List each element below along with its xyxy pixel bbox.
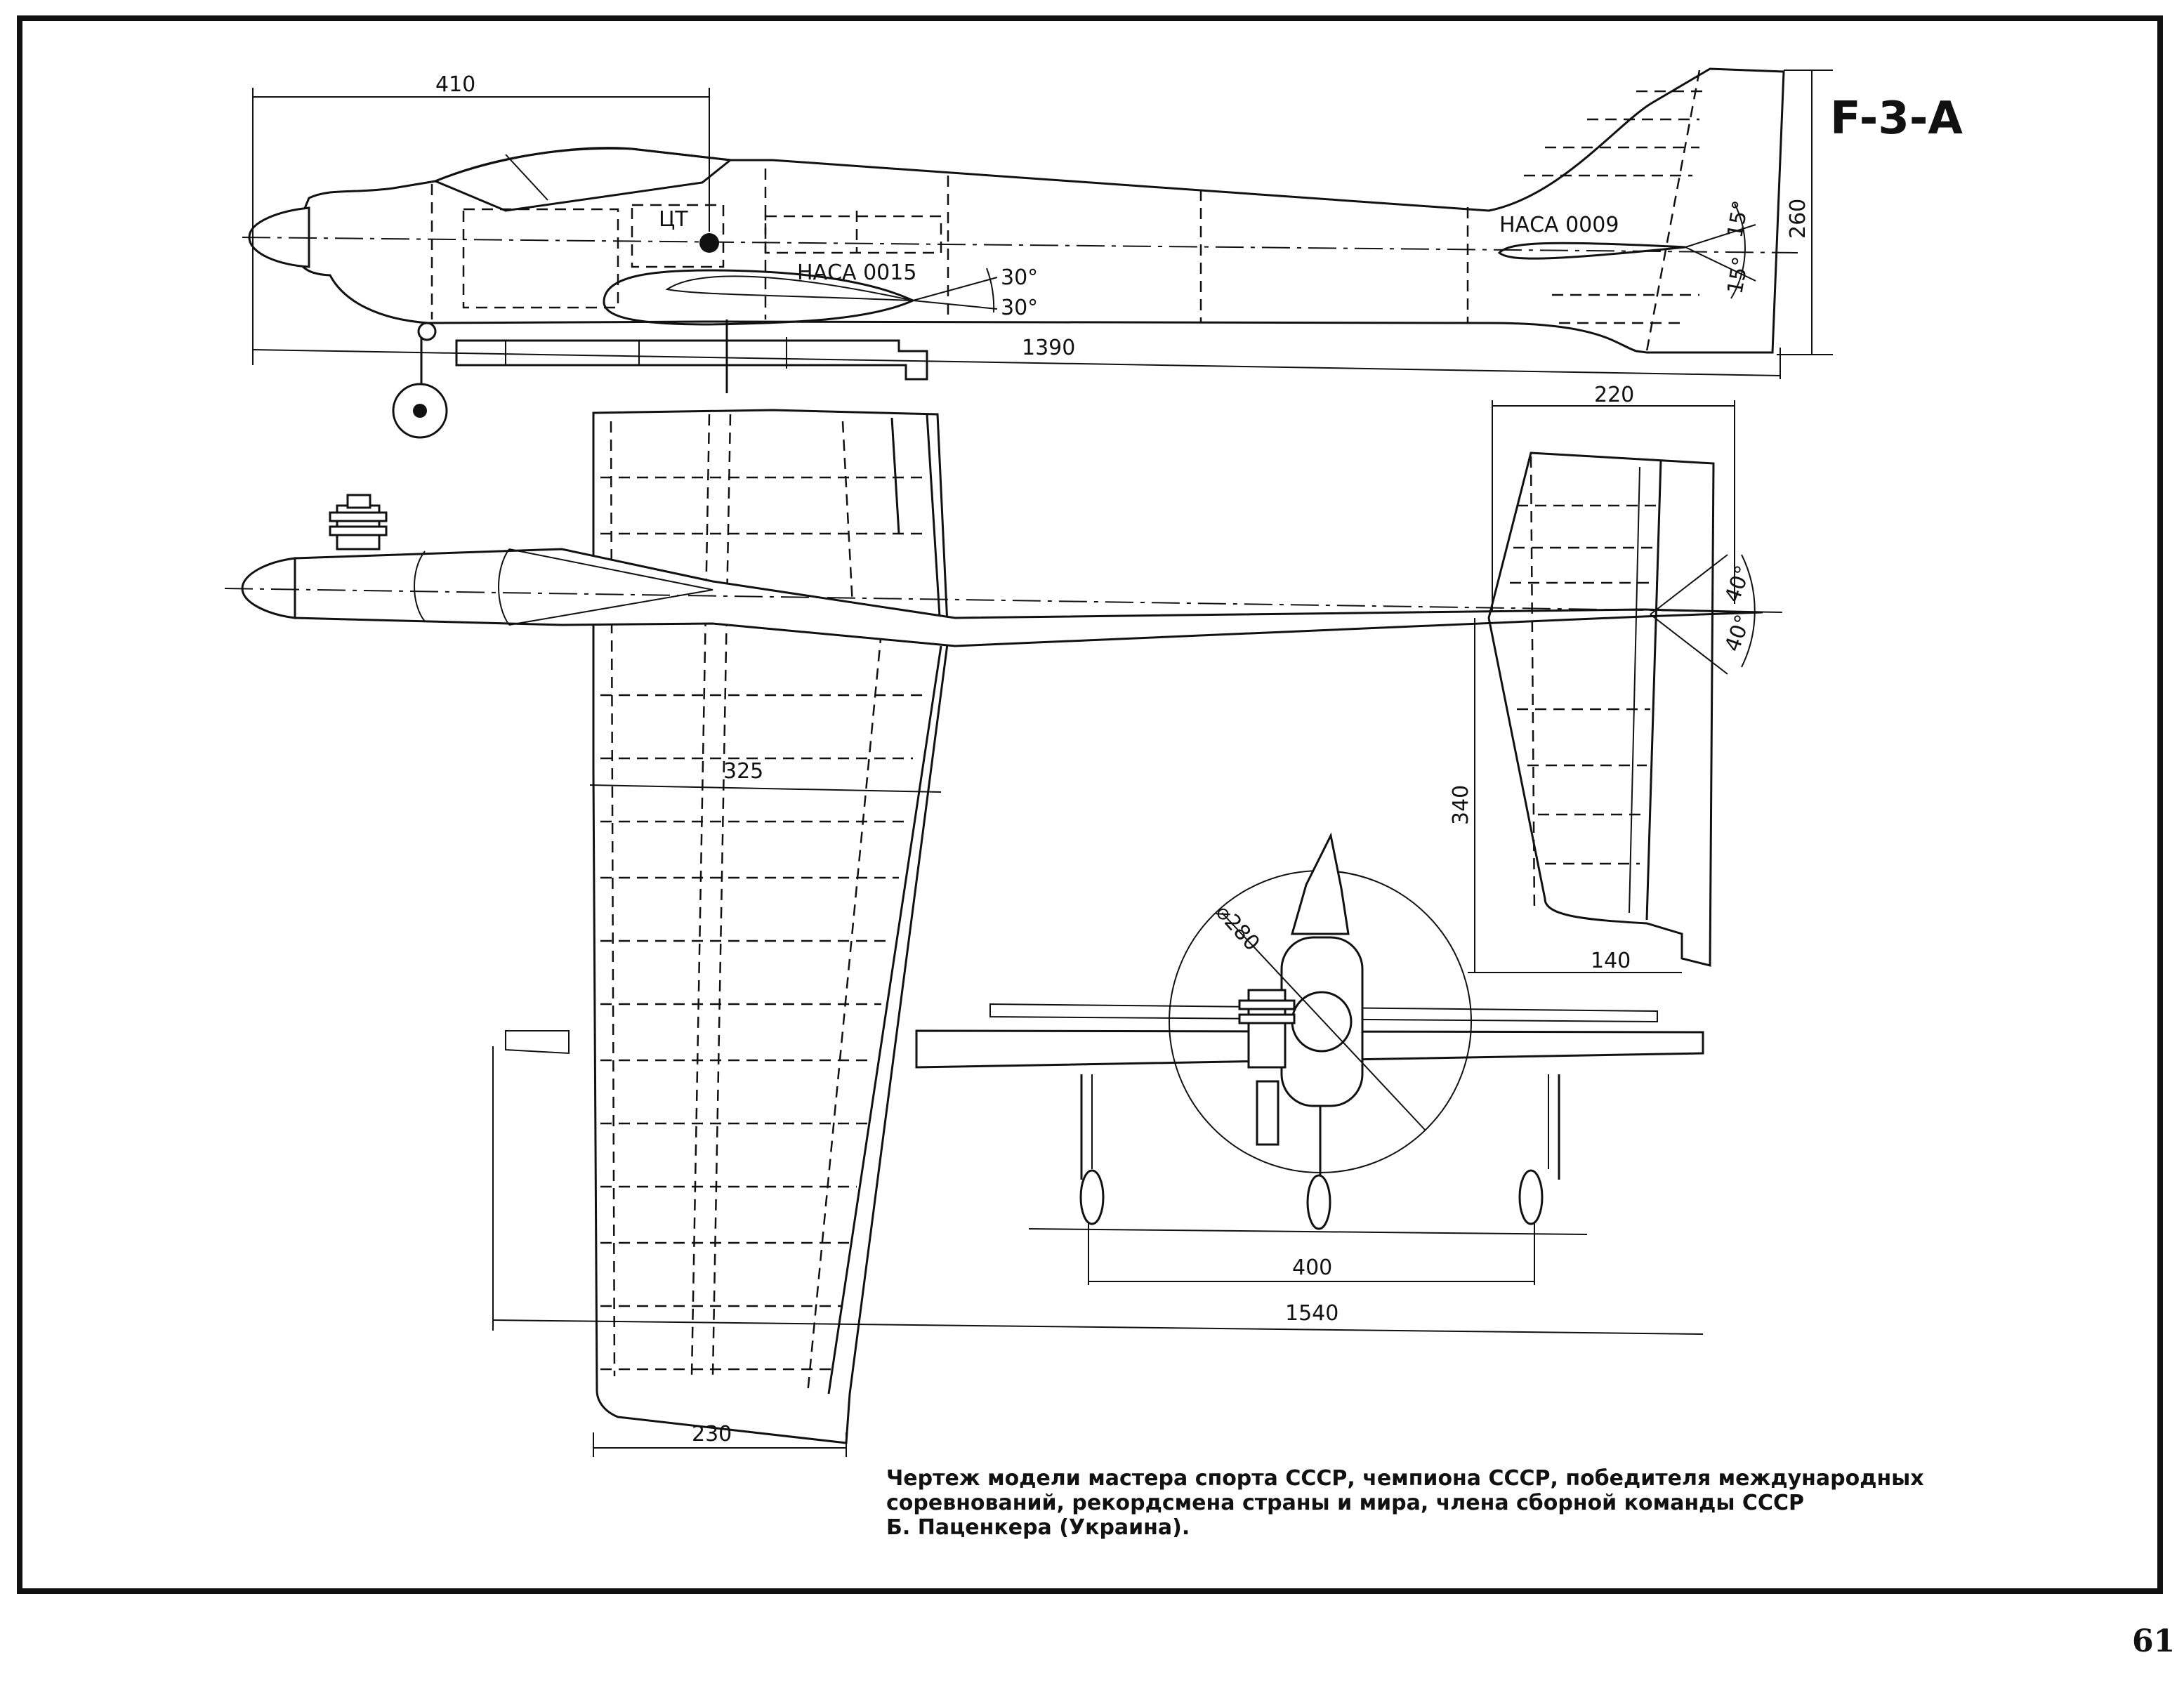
top-elev-down-label: 40° [1721, 612, 1756, 655]
dim-230: 230 [692, 1422, 732, 1446]
side-fuselage [294, 67, 1785, 354]
dim-260: 260 [1786, 199, 1810, 239]
side-view: 30° 30° НАСА 0015 ЦТ НАСА 0009 15° 15° [242, 67, 1833, 439]
top-view: 40° 40° 220 340 140 325 230 1540 [224, 383, 1784, 1457]
elev-up-label: 15° [1723, 199, 1754, 239]
prop-dia-label: ⌀280 [1211, 900, 1264, 956]
front-wheel-right [1518, 1169, 1544, 1225]
top-fuselage [294, 548, 1763, 647]
cg-marker [699, 233, 719, 253]
side-pipe [455, 339, 928, 381]
top-tailplane [1487, 451, 1715, 967]
page-frame [17, 15, 2163, 1594]
elev-down-label: 15° [1723, 255, 1754, 296]
top-spinner [241, 557, 296, 619]
front-wheel-center [1306, 1174, 1331, 1230]
dim-410: 410 [435, 72, 475, 97]
flap-down-label: 30° [1001, 296, 1038, 320]
top-elev-up-label: 40° [1721, 562, 1756, 606]
caption-line-1: Чертеж модели мастера спорта СССР, чемпи… [886, 1466, 1924, 1491]
dim-1390: 1390 [1022, 336, 1075, 360]
caption-line-2: соревнований, рекордсмена страны и мира,… [886, 1491, 1804, 1515]
dim-220: 220 [1594, 383, 1634, 407]
wing-profile-label: НАСА 0015 [797, 261, 916, 285]
top-wing [592, 409, 949, 1444]
front-wheel-left [1079, 1169, 1105, 1225]
front-fin [1291, 832, 1350, 935]
page-number: 61 [2132, 1623, 2175, 1659]
tail-profile-label: НАСА 0009 [1499, 213, 1619, 237]
drawing-title: F-3-A [1830, 93, 1963, 145]
dim-325: 325 [723, 759, 763, 784]
top-wing-stub [505, 1030, 570, 1055]
dim-340: 340 [1449, 785, 1473, 825]
caption-line-3: Б. Паценкера (Украина). [886, 1515, 1190, 1540]
dim-140: 140 [1591, 949, 1631, 973]
side-canopy [433, 147, 733, 212]
dim-400: 400 [1292, 1255, 1332, 1280]
caption: Чертеж модели мастера спорта СССР, чемпи… [886, 1466, 1924, 1540]
front-wing [915, 1029, 1704, 1069]
front-view: ⌀280 400 [915, 832, 1704, 1285]
flap-up-label: 30° [1001, 265, 1038, 290]
front-stab [989, 1003, 1658, 1023]
cg-label: ЦТ [659, 207, 688, 232]
dim-1540: 1540 [1285, 1301, 1338, 1326]
